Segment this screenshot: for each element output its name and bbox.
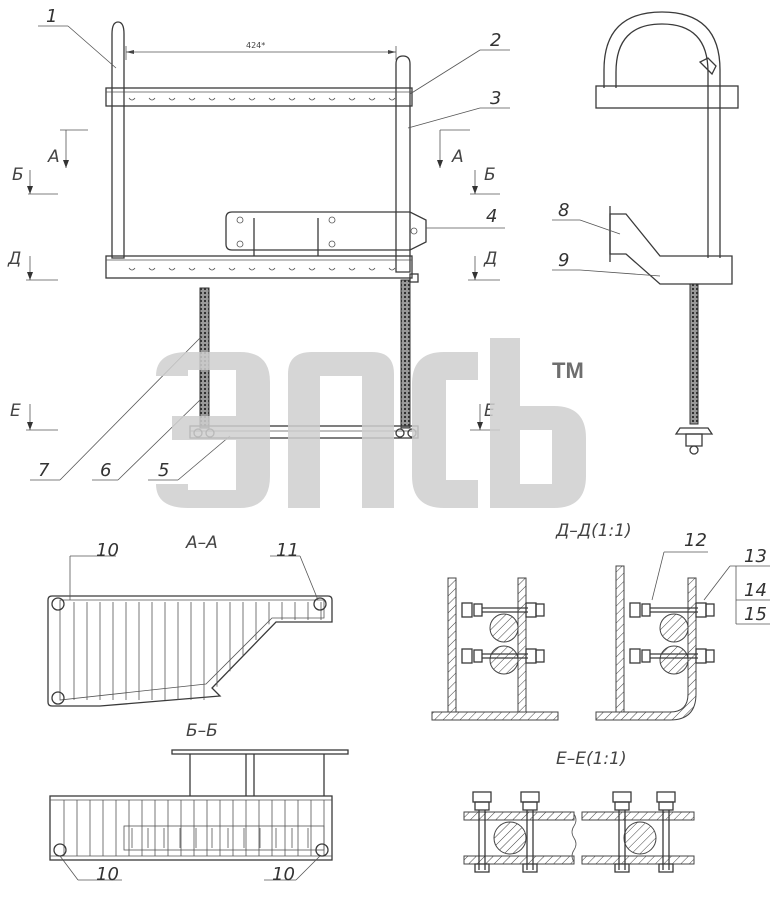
- section-marks: А А Б Б Д Д Е Е: [7, 129, 500, 431]
- left-post: [111, 21, 125, 259]
- bottom-crossbar: [105, 255, 413, 279]
- top-crossbar: [105, 87, 413, 107]
- section-ee: Е–Е(1:1): [463, 749, 695, 873]
- svg-text:10: 10: [272, 864, 295, 885]
- dimension-label: 424*: [246, 41, 265, 50]
- svg-text:5: 5: [158, 460, 169, 481]
- svg-text:Б: Б: [12, 165, 24, 185]
- svg-text:10: 10: [96, 540, 119, 561]
- callouts-side: 8 9: [552, 200, 661, 277]
- svg-text:Е: Е: [10, 401, 21, 421]
- section-dd: Д–Д(1:1) 12 13 14 15: [431, 521, 770, 721]
- section-ee-title: Е–Е(1:1): [556, 749, 627, 769]
- svg-text:Б: Б: [484, 165, 496, 185]
- top-bar-bolts: [128, 97, 396, 101]
- trademark-symbol: TM: [552, 358, 584, 383]
- mount-plate: [225, 211, 427, 251]
- svg-text:4: 4: [486, 206, 497, 227]
- section-aa-title: А–А: [185, 533, 218, 553]
- svg-text:10: 10: [96, 864, 119, 885]
- svg-text:14: 14: [744, 580, 767, 601]
- svg-text:15: 15: [744, 604, 767, 625]
- svg-text:2: 2: [490, 30, 501, 51]
- svg-text:9: 9: [558, 250, 569, 271]
- svg-text:11: 11: [276, 540, 299, 561]
- watermark-logo: TM: [156, 338, 586, 508]
- svg-text:13: 13: [744, 546, 767, 567]
- svg-text:1: 1: [46, 6, 57, 27]
- svg-text:Д: Д: [7, 249, 21, 269]
- right-post: [395, 55, 411, 273]
- svg-text:8: 8: [558, 200, 569, 221]
- section-aa: А–А 10 11: [47, 533, 333, 707]
- svg-text:А: А: [451, 147, 464, 167]
- svg-text:Д: Д: [483, 249, 497, 269]
- section-bb-title: Б–Б: [186, 721, 218, 741]
- svg-text:Е: Е: [484, 401, 495, 421]
- svg-text:3: 3: [490, 88, 501, 109]
- svg-text:7: 7: [38, 460, 50, 481]
- threaded-rod-right: [400, 279, 411, 429]
- svg-text:6: 6: [100, 460, 111, 481]
- side-view: [595, 11, 739, 455]
- section-bb: Б–Б 10 10: [49, 721, 349, 885]
- section-dd-title: Д–Д(1:1): [555, 521, 632, 541]
- svg-text:12: 12: [684, 530, 707, 551]
- svg-text:А: А: [47, 147, 60, 167]
